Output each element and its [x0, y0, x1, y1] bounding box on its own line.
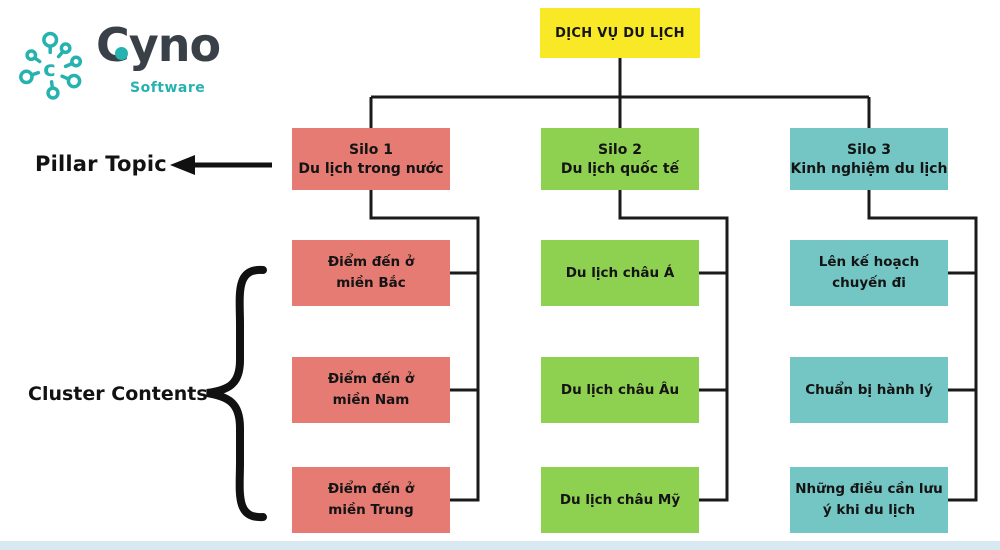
- silo2-cluster-2: Du lịch châu Âu: [541, 357, 699, 423]
- silo1-cluster-3: Điểm đến ở miền Trung: [292, 467, 450, 533]
- cluster-contents-label: Cluster Contents: [28, 383, 208, 405]
- silo3-cluster-1: Lên kế hoạch chuyến đi: [790, 240, 948, 306]
- logo-c-dot: [115, 47, 128, 60]
- silo1-box: Silo 1 Du lịch trong nước: [292, 128, 450, 190]
- logo-subtitle-text: Software: [130, 80, 206, 96]
- logo: c Cyno Software: [18, 18, 248, 108]
- silo2-cluster-1: Du lịch châu Á: [541, 240, 699, 306]
- silo3-cluster-3: Những điều cần lưu ý khi du lịch: [790, 467, 948, 533]
- logo-molecule-icon: c: [19, 31, 83, 100]
- pillar-topic-label: Pillar Topic: [35, 152, 167, 176]
- silo3-subtitle: Kinh nghiệm du lịch: [790, 160, 948, 177]
- pillar-arrow: [170, 155, 272, 175]
- silo1-cluster-1: Điểm đến ở miền Bắc: [292, 240, 450, 306]
- silo1-title: Silo 1: [349, 141, 393, 158]
- silo3-box: Silo 3 Kinh nghiệm du lịch: [790, 128, 948, 190]
- bottom-edge-bar: [0, 541, 1000, 550]
- silo2-subtitle: Du lịch quốc tế: [560, 160, 680, 177]
- root-topic-box: DỊCH VỤ DU LỊCH: [540, 8, 700, 58]
- silo2-box: Silo 2 Du lịch quốc tế: [541, 128, 699, 190]
- silo3-title: Silo 3: [847, 141, 891, 158]
- silo2-cluster-3: Du lịch châu Mỹ: [541, 467, 699, 533]
- silo2-title: Silo 2: [598, 141, 642, 158]
- svg-text:c: c: [43, 57, 55, 81]
- silo3-cluster-2: Chuẩn bị hành lý: [790, 357, 948, 423]
- silo1-subtitle: Du lịch trong nước: [298, 160, 444, 177]
- cluster-brace: [206, 265, 267, 522]
- silo1-cluster-2: Điểm đến ở miền Nam: [292, 357, 450, 423]
- logo-brand-text: Cyno: [96, 18, 221, 72]
